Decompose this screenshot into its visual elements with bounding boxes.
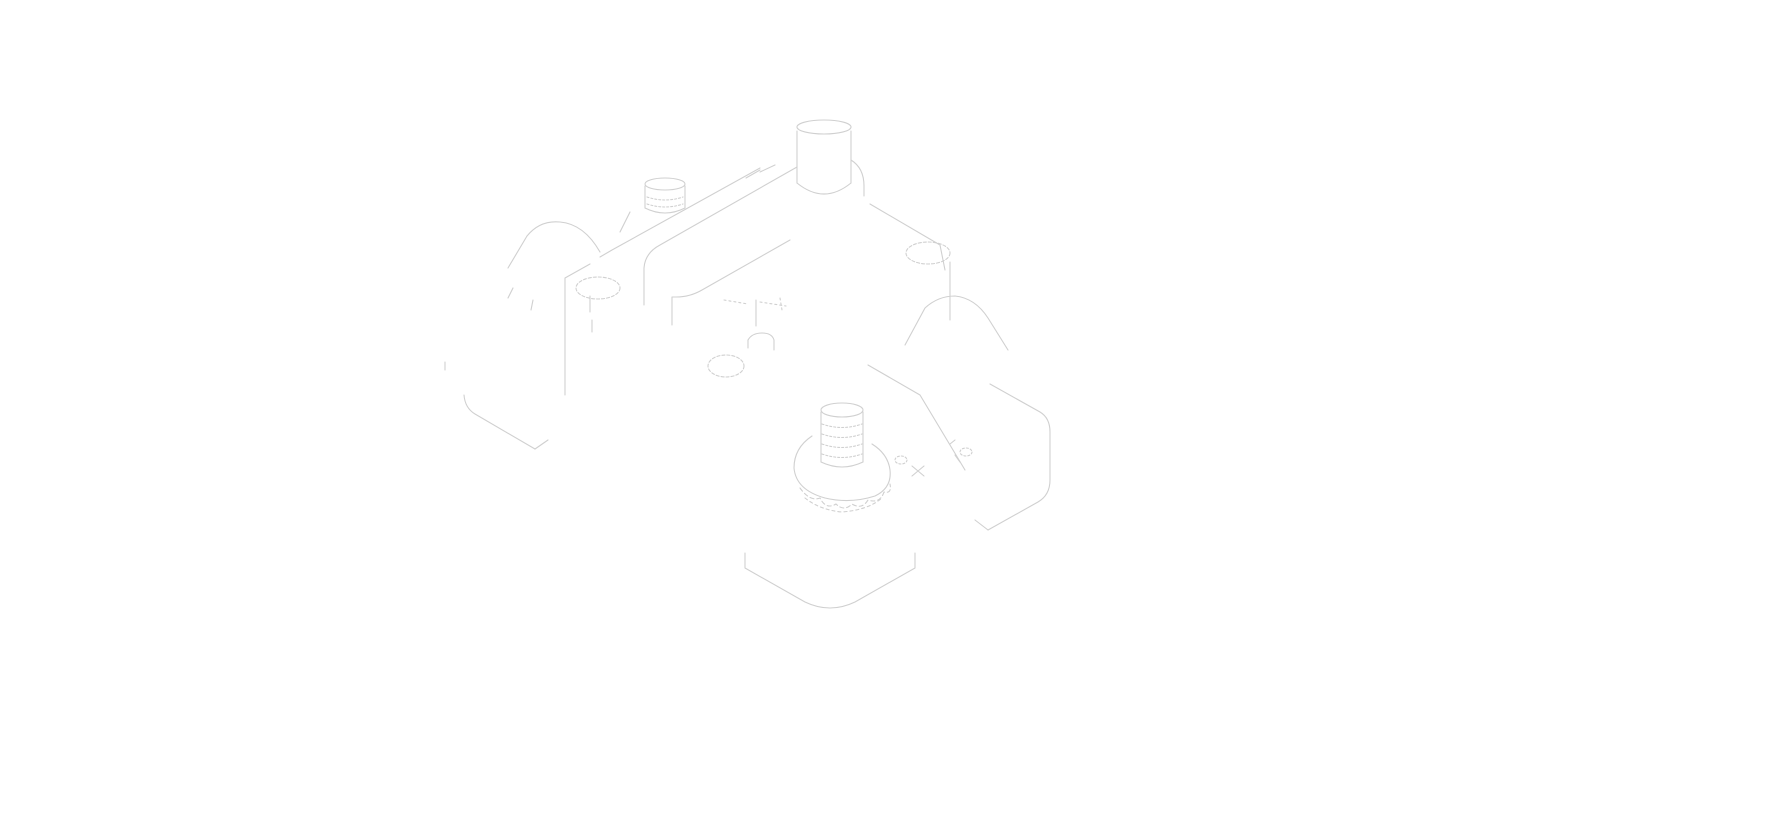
mounting-holes bbox=[575, 241, 951, 378]
top-cylinder-post bbox=[796, 119, 865, 197]
terminal-markers bbox=[894, 439, 973, 477]
right-lobe bbox=[867, 295, 1051, 531]
main-threaded-stud bbox=[820, 402, 864, 468]
left-lobe bbox=[444, 221, 601, 450]
toothed-lock-washer bbox=[793, 435, 891, 513]
housing-markings bbox=[723, 297, 787, 311]
upper-housing bbox=[564, 164, 951, 396]
small-threaded-post bbox=[619, 177, 686, 233]
base-plate bbox=[744, 552, 916, 609]
